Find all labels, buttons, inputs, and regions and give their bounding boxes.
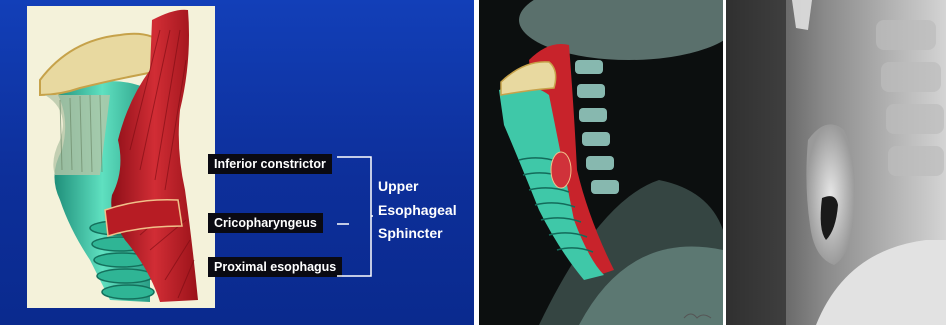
group-label-line-1: Upper	[378, 175, 468, 199]
upper-esophageal-sphincter-label: Upper Esophageal Sphincter	[378, 175, 468, 246]
neck-xray-anatomy-overlay-icon	[479, 0, 723, 325]
label-inferior-constrictor: Inferior constrictor	[208, 154, 332, 174]
group-label-line-2: Esophageal	[378, 199, 468, 223]
group-label-line-3: Sphincter	[378, 222, 468, 246]
bracket-icon	[337, 156, 373, 277]
radiograph-panel	[726, 0, 946, 325]
label-cricopharyngeus: Cricopharyngeus	[208, 213, 323, 233]
label-proximal-esophagus: Proximal esophagus	[208, 257, 342, 277]
barium-swallow-radiograph-icon	[726, 0, 946, 325]
anatomy-slide: Inferior constrictor Cricopharyngeus Pro…	[0, 0, 474, 325]
xray-overlay-panel	[479, 0, 723, 325]
